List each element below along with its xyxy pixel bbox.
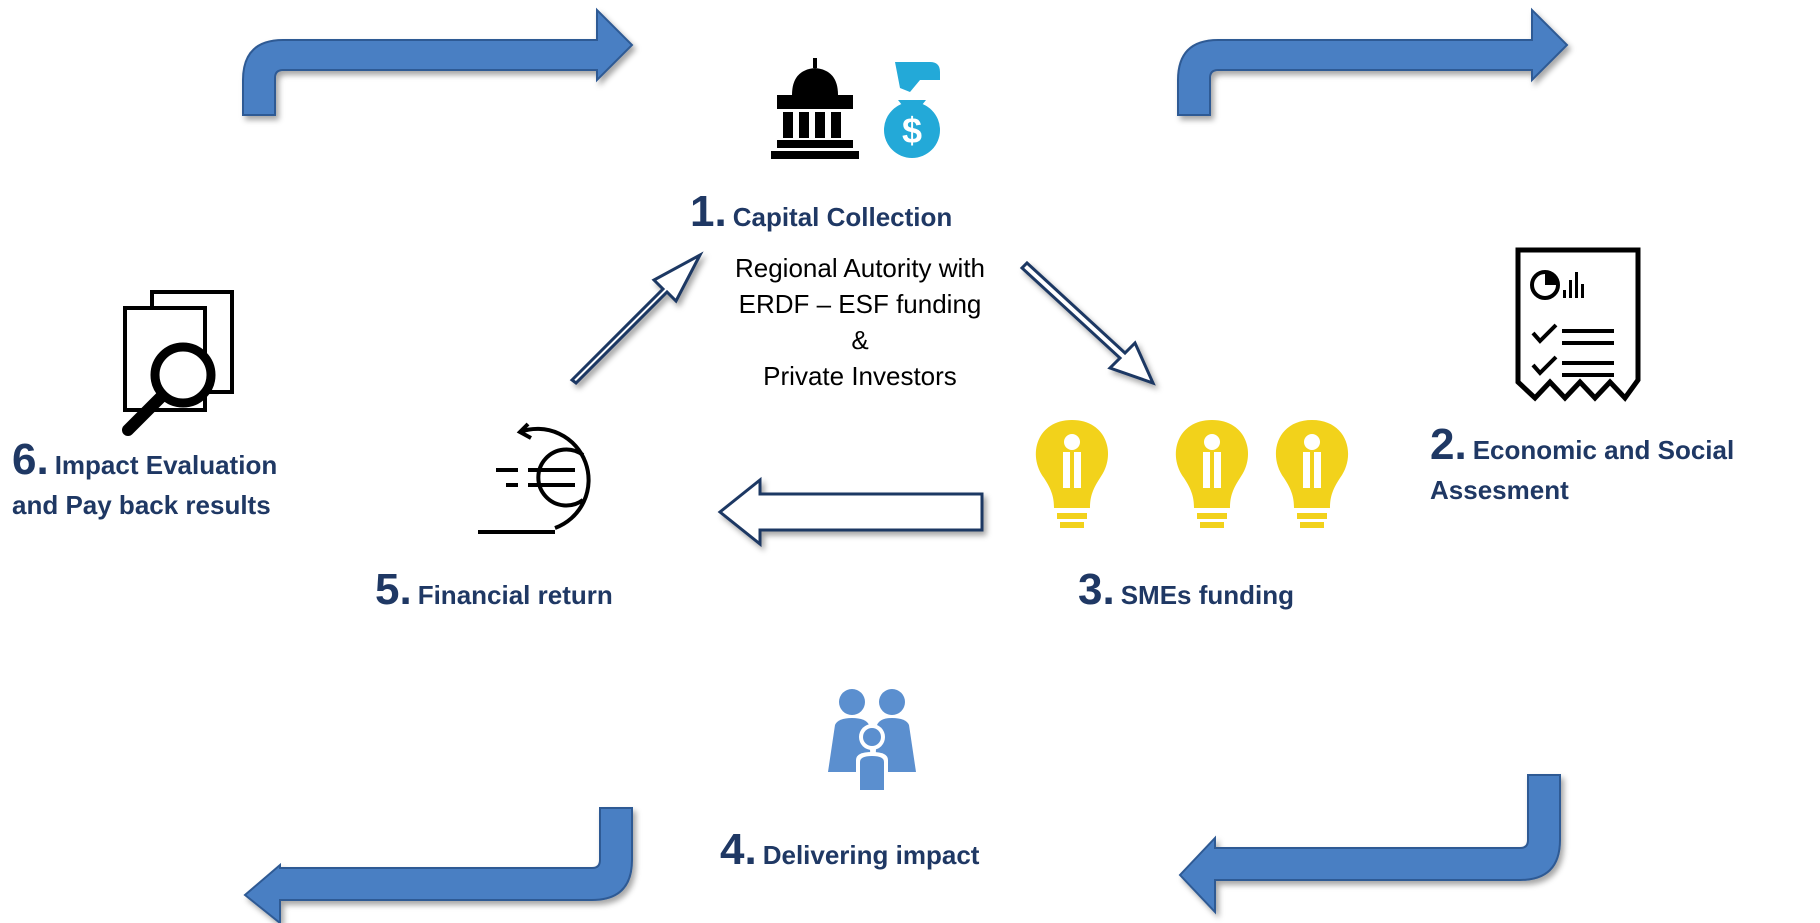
report-checklist-icon [1515, 247, 1641, 402]
step-6-title-line-2: and Pay back results [12, 490, 271, 520]
step-1-number: 1. [690, 187, 727, 236]
step-6-number: 6. [12, 435, 49, 484]
capital-details-line-1: Regional Autority with [734, 253, 986, 283]
step-4-label: 4.Delivering impact [720, 828, 980, 875]
hollow-arrow-1-to-3 [1019, 260, 1156, 386]
step-4-number: 4. [720, 825, 757, 874]
step-3-label: 3.SMEs funding [1078, 568, 1295, 615]
step-3-number: 3. [1078, 565, 1115, 614]
hollow-arrow-3-to-5 [717, 476, 984, 548]
step-1-label: 1.Capital Collection [690, 190, 953, 237]
step-5-label: 5.Financial return [375, 568, 613, 615]
capital-details: Regional Autority with ERDF – ESF fundin… [690, 250, 1030, 394]
capital-details-line-2: ERDF – ESF funding [738, 289, 982, 319]
government-building-icon [771, 58, 859, 159]
family-icon [828, 689, 916, 790]
step-5-title: Financial return [417, 580, 613, 610]
corner-arrow-top-left [242, 7, 634, 116]
capital-details-line-4: Private Investors [763, 361, 957, 391]
step-5-number: 5. [375, 565, 412, 614]
step-6-title-line-1: Impact Evaluation [54, 450, 278, 480]
lightbulb-person-icon [1035, 420, 1109, 528]
step-3-title: SMEs funding [1120, 580, 1295, 610]
step-4-title: Delivering impact [762, 840, 980, 870]
corner-arrow-bottom-right [1178, 774, 1561, 915]
document-search-icon [122, 290, 234, 436]
step-2-title-line-2: Assesment [1430, 475, 1569, 505]
step-1-title: Capital Collection [732, 202, 953, 232]
corner-arrow-top-right [1177, 7, 1569, 116]
lightbulb-person-icon [1175, 420, 1249, 528]
step-2-number: 2. [1430, 420, 1467, 469]
money-bag-icon: $ [884, 62, 940, 158]
lightbulb-person-icon [1275, 420, 1349, 528]
capital-details-line-3: & [851, 325, 869, 355]
corner-arrow-bottom-left [243, 807, 633, 923]
step-2-label: 2.Economic and Social Assesment [1430, 423, 1735, 510]
svg-text:$: $ [902, 110, 922, 151]
euro-return-icon [478, 422, 591, 534]
step-2-title-line-1: Economic and Social [1472, 435, 1735, 465]
step-6-label: 6.Impact Evaluation and Pay back results [12, 438, 278, 525]
hollow-arrow-5-to-1 [569, 251, 704, 385]
